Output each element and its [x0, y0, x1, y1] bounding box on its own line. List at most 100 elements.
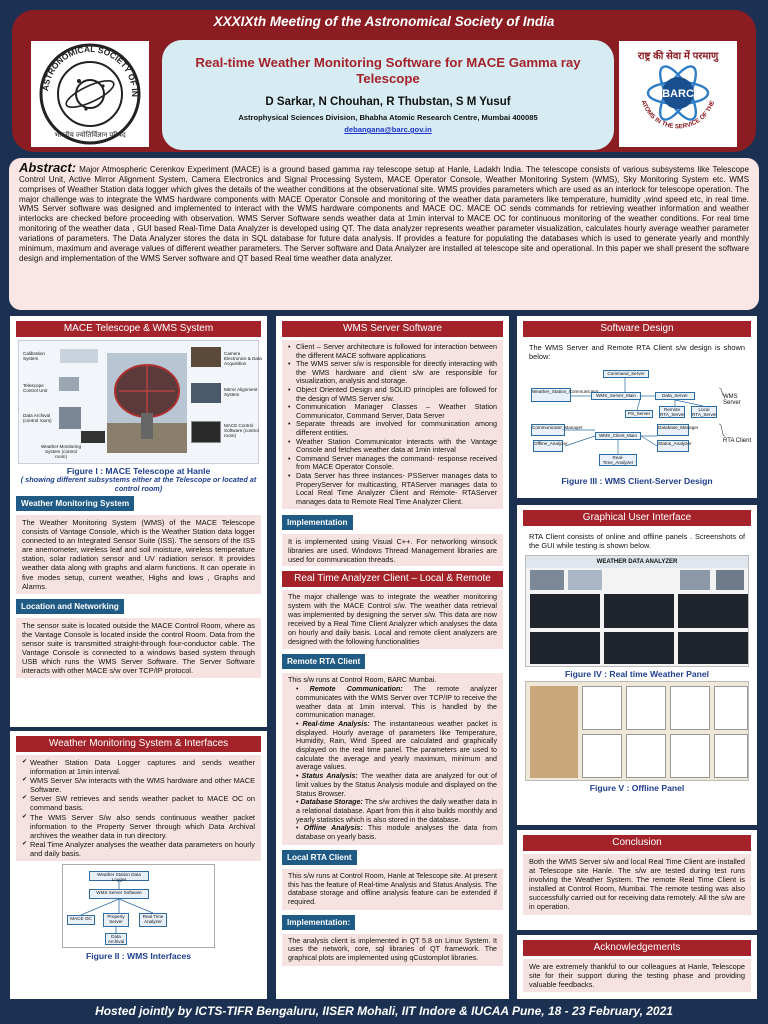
- section-heading-server: WMS Server Software: [282, 321, 503, 337]
- diagram-label-server: WMS Server: [723, 394, 741, 407]
- affiliation: Astrophysical Sciences Division, Bhabha …: [238, 113, 538, 122]
- panel-title: WEATHER DATA ANALYZER: [526, 556, 748, 569]
- telescope-icon: [107, 353, 187, 453]
- fig-label: Telescope Control Unit: [23, 383, 48, 393]
- diagram-box: Local RTA_Server: [691, 406, 717, 419]
- fig-label: Calibration System: [23, 351, 45, 361]
- ack-text: We are extremely thankful to our colleag…: [523, 959, 751, 993]
- diagram-box: Database_Manager: [657, 424, 698, 437]
- figure3-diagram: Command_Server Weather_Station_Communica…: [525, 366, 751, 475]
- location-subheading: Location and Networking: [16, 598, 124, 614]
- section-heading-design: Software Design: [523, 321, 751, 337]
- figure4-screenshot: WEATHER DATA ANALYZER: [525, 555, 749, 668]
- figure5-caption: Figure V : Offline Panel: [589, 783, 685, 794]
- svg-text:भारतीय ज्योतिर्विज्ञान परिषद: भारतीय ज्योतिर्विज्ञान परिषद: [54, 130, 126, 139]
- list-item: Server SW retrieves and sends weather pa…: [22, 794, 255, 812]
- archival-photo: [59, 407, 81, 429]
- diagram-box: Remote RTA_Server: [659, 406, 685, 419]
- local-subheading: Local RTA Client: [282, 849, 357, 865]
- column3-conclusion: Conclusion Both the WMS Server s/w and l…: [517, 830, 757, 930]
- remote-list: • Remote Communication: The remote analy…: [288, 685, 497, 842]
- list-item: Weather Station Communicator interacts w…: [288, 437, 497, 455]
- authors: D Sarkar, N Chouhan, R Thubstan, S M Yus…: [265, 96, 511, 108]
- local-text: This s/w runs at Control Room, Hanle at …: [282, 868, 503, 910]
- diagram-arrows: [80, 881, 154, 934]
- diagram-connectors: [564, 378, 726, 455]
- svg-text:BARC: BARC: [662, 88, 694, 100]
- diagram-box: WMS Server Software: [89, 889, 149, 900]
- figure5-screenshot: [525, 681, 749, 782]
- list-item: Real Time Analyzer analyses the weather …: [22, 840, 255, 858]
- server-list: Client – Server architecture is followed…: [282, 340, 503, 510]
- section-heading-gui: Graphical User Interface: [523, 510, 751, 526]
- barc-logo: राष्ट्र की सेवा में परमाणु BARC ATOMS IN…: [619, 41, 737, 147]
- diagram-box: Communicator_Manager: [531, 424, 583, 437]
- diagram-label-client: RTA Client: [723, 438, 752, 445]
- list-item: Object Oriented Design and SOLID princip…: [288, 385, 497, 403]
- calibration-photo: [60, 349, 98, 363]
- figure3-caption: Figure III : WMS Client-Server Design: [561, 476, 713, 487]
- section-heading-ack: Acknowledgements: [523, 940, 751, 956]
- remote-intro: This s/w runs at Control Room, BARC Mumb…: [288, 676, 437, 685]
- camera-photo: [191, 347, 221, 367]
- column1-top: MACE Telescope & WMS System Calibration …: [10, 316, 267, 727]
- fig-label: Mirror Alignment System: [224, 387, 258, 397]
- diagram-box: MACE OC: [67, 915, 95, 926]
- list-item: • Remote Communication: The remote analy…: [296, 685, 497, 720]
- conference-title: XXXIXth Meeting of the Astronomical Soci…: [213, 14, 555, 29]
- implementation2-subheading: Implementation:: [282, 914, 356, 930]
- figure4-caption: Figure IV : Real time Weather Panel: [564, 669, 710, 680]
- figure1-caption: Figure I : MACE Telescope at Hanle: [66, 466, 211, 476]
- section-heading-conclusion: Conclusion: [523, 835, 751, 851]
- list-item: Weather Station Data Logger captures and…: [22, 758, 255, 776]
- figure1: Calibration System Telescope Control Uni…: [18, 340, 262, 464]
- abstract-box: Abstract: Major Atmospheric Cerenkov Exp…: [9, 158, 759, 310]
- list-item: WMS Server S/w interacts with the WMS ha…: [22, 776, 255, 794]
- figure2-caption: Figure II : WMS Interfaces: [85, 951, 192, 962]
- list-item: Data Server has three instances- PSServe…: [288, 471, 497, 506]
- wms-subheading: Weather Monitoring System: [16, 496, 135, 511]
- email-link[interactable]: debangana@barc.gov.in: [344, 125, 432, 134]
- list-item: Communication Manager Classes – Weather …: [288, 402, 497, 420]
- figure1-subcaption: ( showing different subsystems either at…: [20, 475, 257, 493]
- control-unit-photo: [59, 377, 79, 391]
- footer-text: Hosted jointly by ICTS-TIFR Bengaluru, I…: [95, 1004, 673, 1018]
- list-item: Separate threads are involved for commun…: [288, 419, 497, 437]
- diagram-box: Offline_Analyzer: [533, 440, 568, 453]
- list-item: • Status Analysis: The weather data are …: [296, 772, 497, 798]
- conclusion-text: Both the WMS Server s/w and local Real T…: [523, 854, 751, 915]
- diagram-box: Real Time Analyzer: [139, 913, 167, 928]
- diagram-box: Data_Server: [655, 392, 695, 401]
- implementation-subheading: Implementation: [282, 515, 353, 530]
- title-box: Real-time Weather Monitoring Software fo…: [162, 40, 614, 150]
- barc-emblem-icon: राष्ट्र की सेवा में परमाणु BARC ATOMS IN…: [619, 41, 719, 130]
- fig-label: Camera Electronics & Data Acquisition: [224, 351, 262, 366]
- svg-text:राष्ट्र की सेवा में परमाणु: राष्ट्र की सेवा में परमाणु: [637, 49, 719, 62]
- figure2-diagram: Weather Station Data Logger WMS Server S…: [62, 864, 215, 949]
- section-heading-rta: Real Time Analyzer Client – Local & Remo…: [282, 571, 503, 587]
- diagram-box: Weather_Station_Communicator: [531, 388, 599, 403]
- column1-bottom: Weather Monitoring System & Interfaces W…: [10, 731, 267, 999]
- list-item: The WMS server s/w is responsible for di…: [288, 359, 497, 386]
- list-item: • Offline Analysis: This module analyses…: [296, 824, 497, 842]
- mirror-photo: [191, 383, 221, 403]
- wms-console-photo: [81, 431, 105, 443]
- section-heading-mace: MACE Telescope & WMS System: [16, 321, 261, 337]
- diagram-box: WMS_Server_Main: [591, 392, 641, 401]
- interfaces-list: Weather Station Data Logger captures and…: [16, 755, 261, 862]
- list-item: The WMS Server S/w also sends continuous…: [22, 813, 255, 840]
- section-heading-interfaces: Weather Monitoring System & Interfaces: [16, 736, 261, 752]
- column3-gui: Graphical User Interface RTA Client cons…: [517, 505, 757, 825]
- fig-label: MACE Control Software (control room): [224, 423, 259, 438]
- remote-section: This s/w runs at Control Room, BARC Mumb…: [282, 673, 503, 845]
- column3-ack: Acknowledgements We are extremely thankf…: [517, 935, 757, 999]
- control-software-photo: [191, 421, 221, 443]
- location-text: The sensor suite is located outside the …: [16, 617, 261, 679]
- column2-rta: Real Time Analyzer Client – Local & Remo…: [276, 566, 509, 999]
- design-text: The WMS Server and Remote RTA Client s/w…: [523, 340, 751, 365]
- asi-seal-icon: ASTRONOMICAL SOCIETY OF INDIA भारतीय ज्य…: [31, 41, 141, 145]
- fig-label: Data Archival (control room): [23, 413, 52, 423]
- diagram-box: Data Archival: [105, 933, 127, 946]
- list-item: Command Server manages the command- resp…: [288, 454, 497, 472]
- diagram-box: Weather Station Data Logger: [89, 871, 149, 882]
